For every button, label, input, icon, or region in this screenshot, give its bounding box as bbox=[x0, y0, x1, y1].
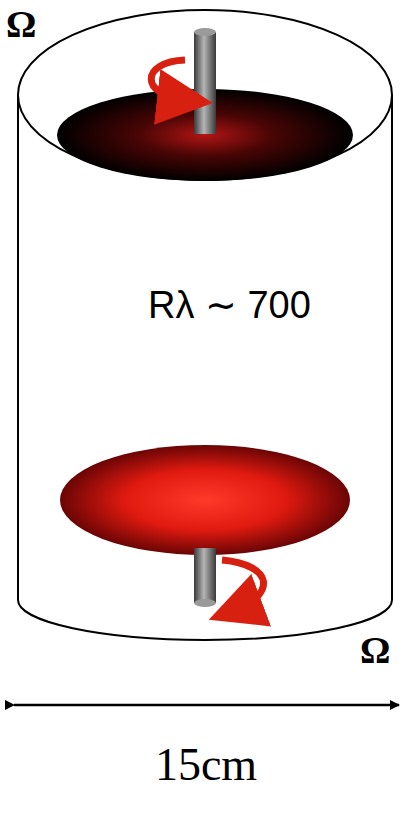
reynolds-number: Rλ ∼ 700 bbox=[148, 285, 311, 327]
cylinder-rim bbox=[18, 10, 392, 180]
bottom-shaft bbox=[194, 548, 216, 603]
top-shaft bbox=[194, 32, 216, 134]
dimension-arrow bbox=[14, 704, 399, 707]
rotation-symbol: Ω bbox=[360, 630, 390, 672]
top-shaft-end bbox=[194, 28, 216, 36]
bottom-disk bbox=[60, 445, 350, 555]
dimension-label: 15cm bbox=[155, 740, 257, 791]
rotation-arrow bbox=[151, 60, 185, 100]
rotation-arrow bbox=[222, 560, 264, 610]
rotation-symbol: Ω bbox=[6, 4, 36, 46]
bottom-shaft-end bbox=[194, 599, 216, 607]
